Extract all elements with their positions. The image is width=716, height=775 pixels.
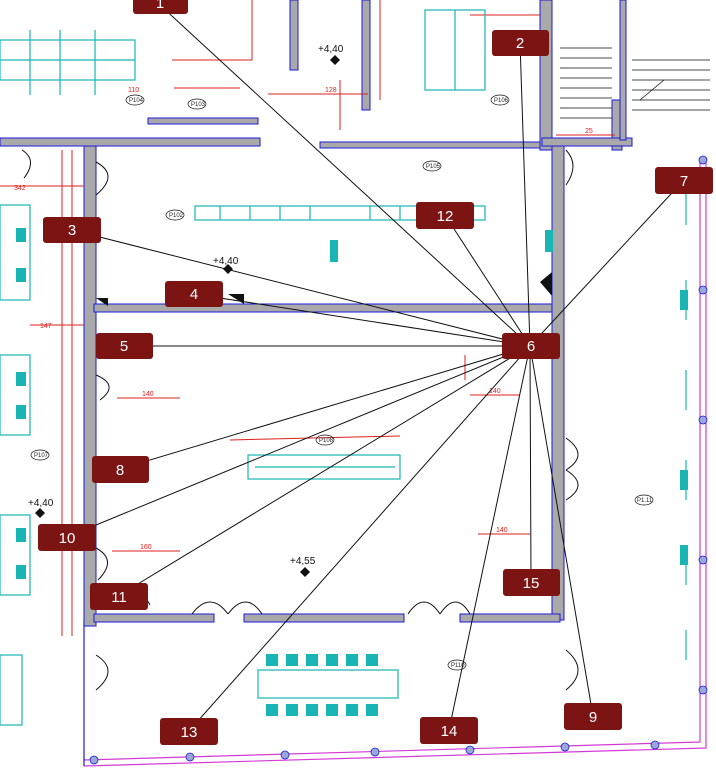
elevation-text: +4,55 xyxy=(290,556,316,567)
leader-line-3 xyxy=(71,229,531,347)
view-marker-7[interactable]: 7 xyxy=(655,167,713,194)
view-marker-label: 4 xyxy=(190,286,198,303)
view-marker-2[interactable]: 2 xyxy=(492,30,549,56)
view-marker-label: 6 xyxy=(527,338,535,355)
elevation-top: +4,40 xyxy=(318,44,344,65)
room-tag-text: P104 xyxy=(129,98,144,104)
room-tag-text: P103 xyxy=(191,102,206,108)
dim-140-b: 140 xyxy=(489,388,501,395)
elevation-labels: +4,40 +4,40 +4,40 +4,55 xyxy=(28,44,344,577)
dim-25: 25 xyxy=(585,128,593,135)
leader-lines xyxy=(66,4,684,732)
room-tag-text: P102 xyxy=(169,213,184,219)
view-marker-label: 11 xyxy=(111,589,127,606)
view-marker-label: 9 xyxy=(589,709,597,726)
stairs xyxy=(560,47,710,119)
dim-342: 342 xyxy=(14,185,26,192)
leader-line-2 xyxy=(519,41,531,347)
view-marker-6[interactable]: 6 xyxy=(502,333,560,359)
view-marker-14[interactable]: 14 xyxy=(420,717,478,744)
view-marker-3[interactable]: 3 xyxy=(43,217,101,243)
wall-fillets xyxy=(96,272,552,306)
leader-line-8 xyxy=(119,345,531,470)
view-marker-1[interactable]: 1 xyxy=(133,0,188,14)
view-marker-12[interactable]: 12 xyxy=(416,202,474,229)
facade-columns xyxy=(89,155,708,765)
dim-147: 147 xyxy=(40,323,52,330)
elevation-text: +4,40 xyxy=(28,498,54,509)
room-tag-text: P1.11 xyxy=(637,498,653,504)
view-marker-label: 15 xyxy=(523,575,540,592)
walls xyxy=(0,0,633,627)
dim-140-a: 140 xyxy=(142,391,154,398)
leader-line-9 xyxy=(529,345,594,717)
view-marker-9[interactable]: 9 xyxy=(564,703,622,730)
dim-110: 110 xyxy=(128,87,139,94)
room-tag-p104: P104 xyxy=(125,94,145,106)
room-tag-p105: P105 xyxy=(422,160,442,172)
facade-outline xyxy=(83,160,707,767)
view-marker-8[interactable]: 8 xyxy=(92,456,149,483)
elevation-text: +4,40 xyxy=(213,256,239,267)
room-tag-p103: P103 xyxy=(187,98,207,110)
leader-line-11 xyxy=(117,345,531,597)
room-tag-p108: P108 xyxy=(315,434,335,446)
view-marker-11[interactable]: 11 xyxy=(90,583,148,610)
dimension-labels: 140 140 160 140 342 147 128 110 25 xyxy=(14,87,593,551)
view-marker-5[interactable]: 5 xyxy=(96,333,153,359)
view-marker-label: 7 xyxy=(680,173,688,190)
room-tag-p102: P102 xyxy=(165,209,185,221)
leader-line-14 xyxy=(448,345,531,731)
view-marker-label: 3 xyxy=(68,222,76,239)
view-marker-label: 5 xyxy=(120,338,128,355)
leader-line-1 xyxy=(159,4,531,347)
leader-line-7 xyxy=(529,180,684,347)
view-marker-label: 13 xyxy=(181,724,198,741)
room-tag-text: P110 xyxy=(451,663,465,669)
view-marker-10[interactable]: 10 xyxy=(38,524,96,551)
leader-line-12 xyxy=(444,214,531,347)
room-tag-text: P106 xyxy=(494,98,509,104)
room-tags: P105 P106 P103 P104 P102 P108 P107 P1.11… xyxy=(30,94,654,671)
view-marker-label: 1 xyxy=(156,0,164,12)
view-marker-label: 14 xyxy=(441,723,458,740)
leader-line-4 xyxy=(193,293,531,347)
elevation-text: +4,40 xyxy=(318,44,344,55)
view-marker-label: 8 xyxy=(116,462,124,479)
dim-128: 128 xyxy=(325,87,337,94)
leader-line-10 xyxy=(66,345,531,538)
view-marker-15[interactable]: 15 xyxy=(503,569,560,596)
dim-160: 160 xyxy=(140,544,152,551)
room-tag-p106: P106 xyxy=(490,94,510,106)
view-marker-label: 2 xyxy=(516,35,524,52)
room-tag-text: P108 xyxy=(319,438,334,444)
room-tag-text: P105 xyxy=(426,164,441,170)
view-markers: 1 2 3 4 5 6 7 8 xyxy=(38,0,713,745)
elevation-left: +4,40 xyxy=(28,498,54,518)
view-marker-4[interactable]: 4 xyxy=(165,281,223,307)
elevation-main: +4,55 xyxy=(290,556,316,577)
leader-line-13 xyxy=(188,345,531,732)
view-marker-label: 12 xyxy=(437,208,454,225)
room-tag-p111: P1.11 xyxy=(634,494,654,506)
room-tag-p107: P107 xyxy=(30,449,50,461)
chairs xyxy=(16,228,688,716)
room-tag-p110: P110 xyxy=(447,659,467,671)
dim-140-c: 140 xyxy=(496,527,508,534)
view-marker-label: 10 xyxy=(59,530,76,547)
room-tag-text: P107 xyxy=(34,453,49,459)
leader-line-15 xyxy=(529,345,532,583)
view-marker-13[interactable]: 13 xyxy=(160,718,218,745)
